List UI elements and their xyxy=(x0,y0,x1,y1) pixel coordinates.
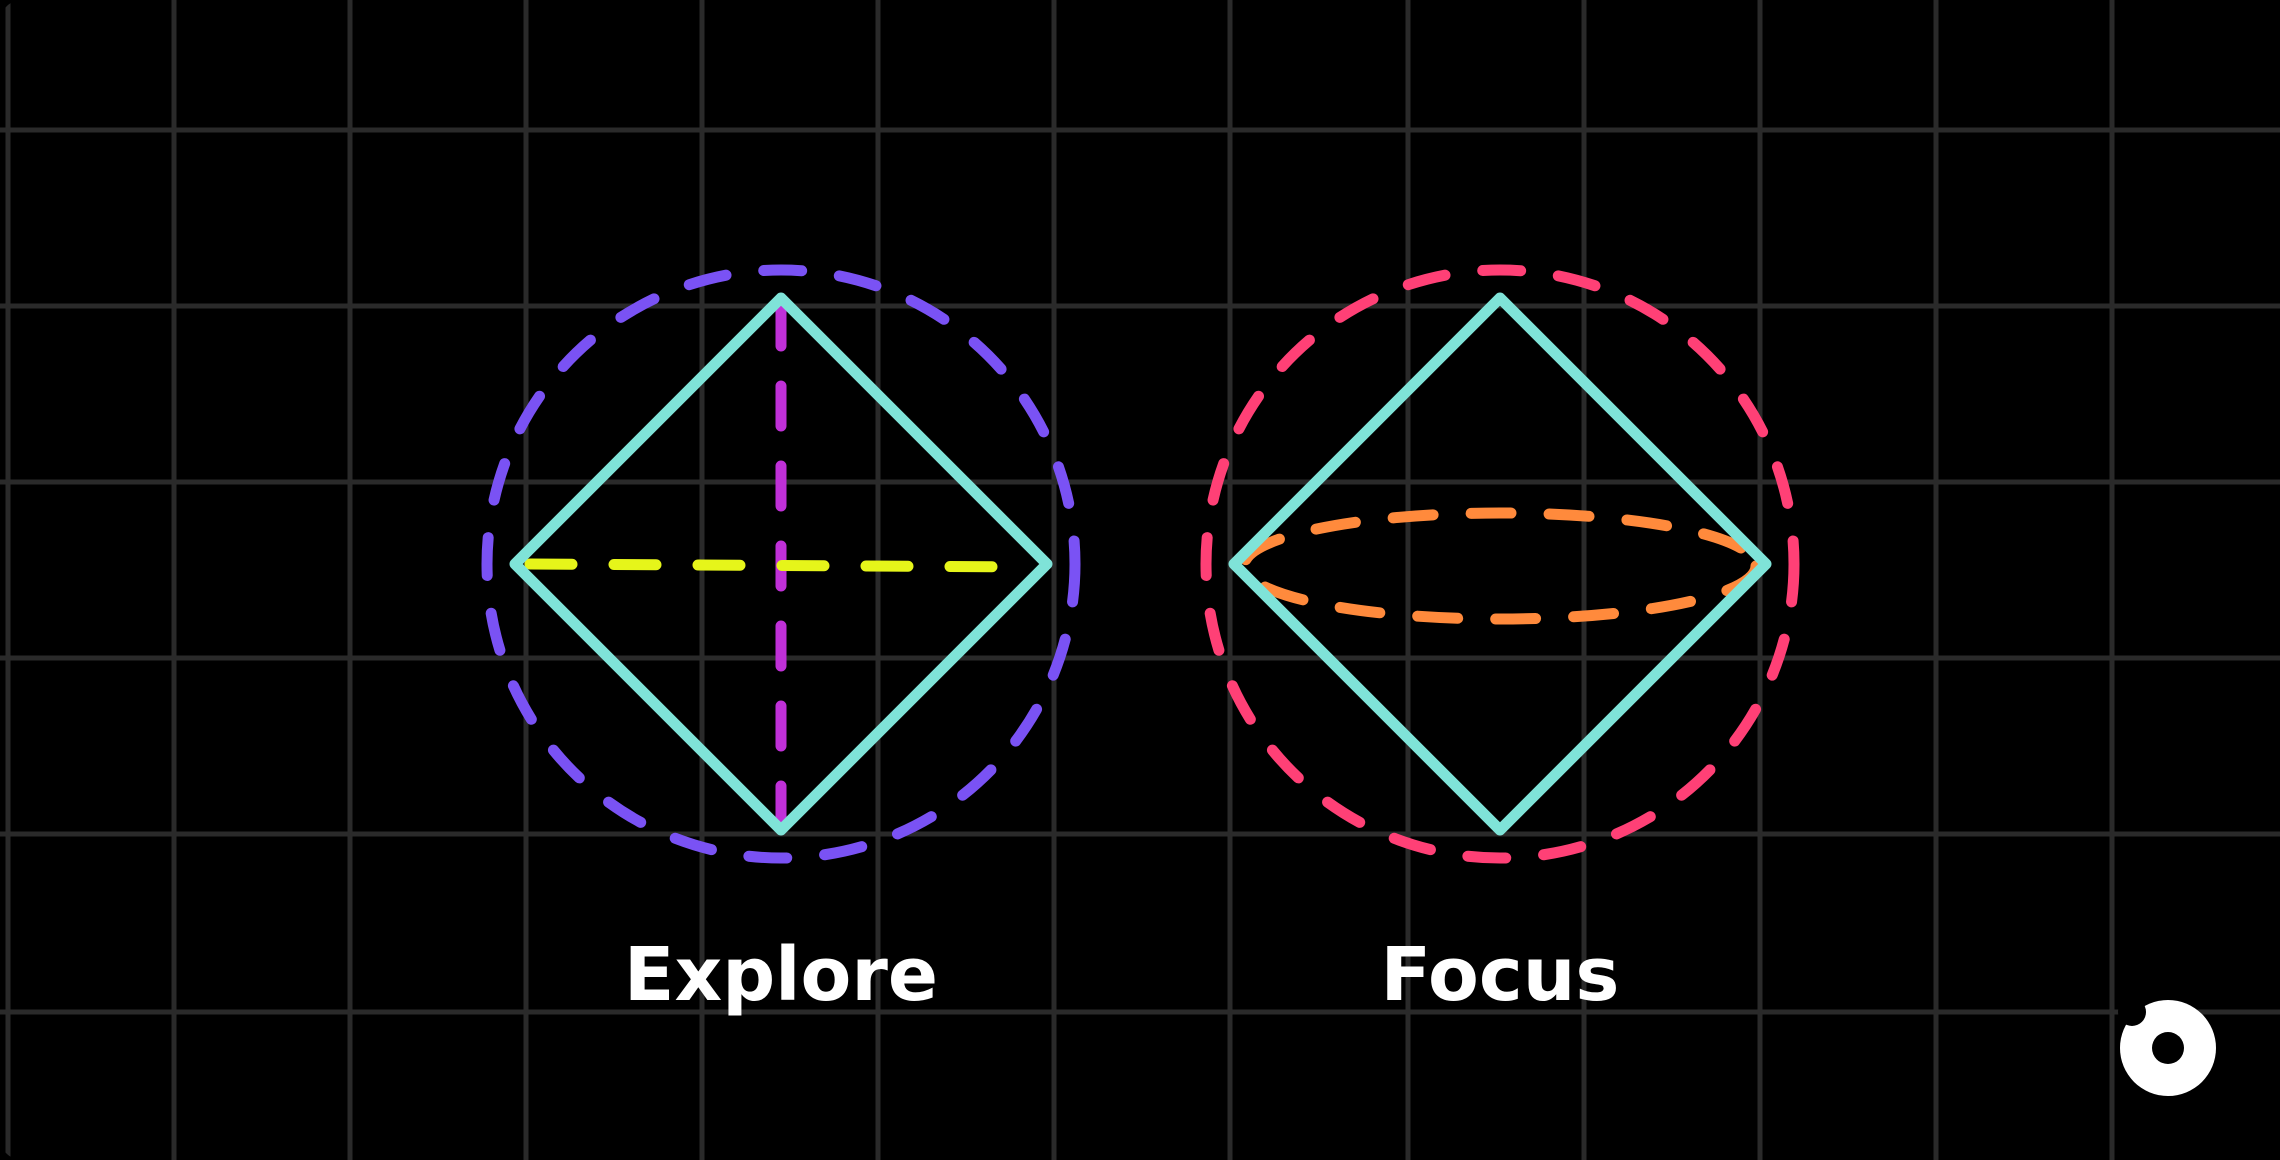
focus-inner-dashed-ellipse xyxy=(1238,507,1762,625)
focus-label: Focus xyxy=(1380,932,1620,1018)
focus-diamond xyxy=(1228,292,1772,836)
explore-outer-dashed-circle xyxy=(481,264,1081,864)
explore-horizontal-dashed-axis xyxy=(524,558,1039,573)
explore-diamond xyxy=(509,292,1053,836)
focus-outer-dashed-circle xyxy=(1200,264,1800,864)
explore-label: Explore xyxy=(623,932,939,1018)
logo-icon xyxy=(2118,998,2218,1098)
